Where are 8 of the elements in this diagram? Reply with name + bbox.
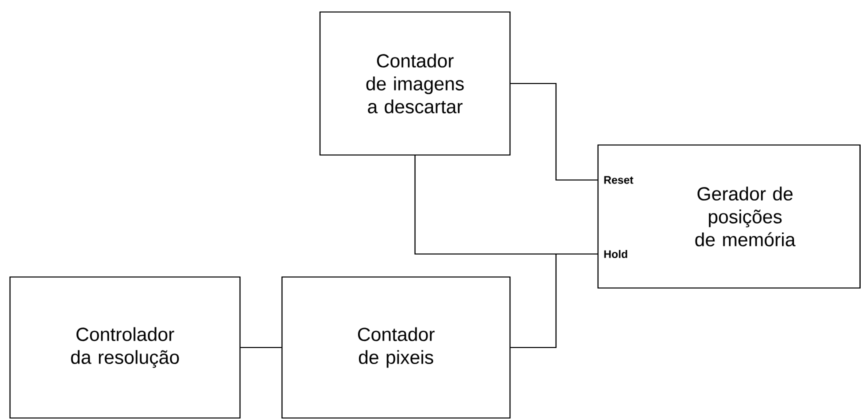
pin-label: Reset <box>604 176 634 184</box>
pin-label: Hold <box>604 250 628 258</box>
process-box: Controlador da resolução <box>9 276 241 419</box>
process-box: Contador de pixeis <box>281 276 511 419</box>
process-box: Contador de imagens a descartar <box>319 11 511 156</box>
connector-line <box>240 346 282 348</box>
connector-line <box>510 82 598 181</box>
connector-line <box>510 253 598 348</box>
